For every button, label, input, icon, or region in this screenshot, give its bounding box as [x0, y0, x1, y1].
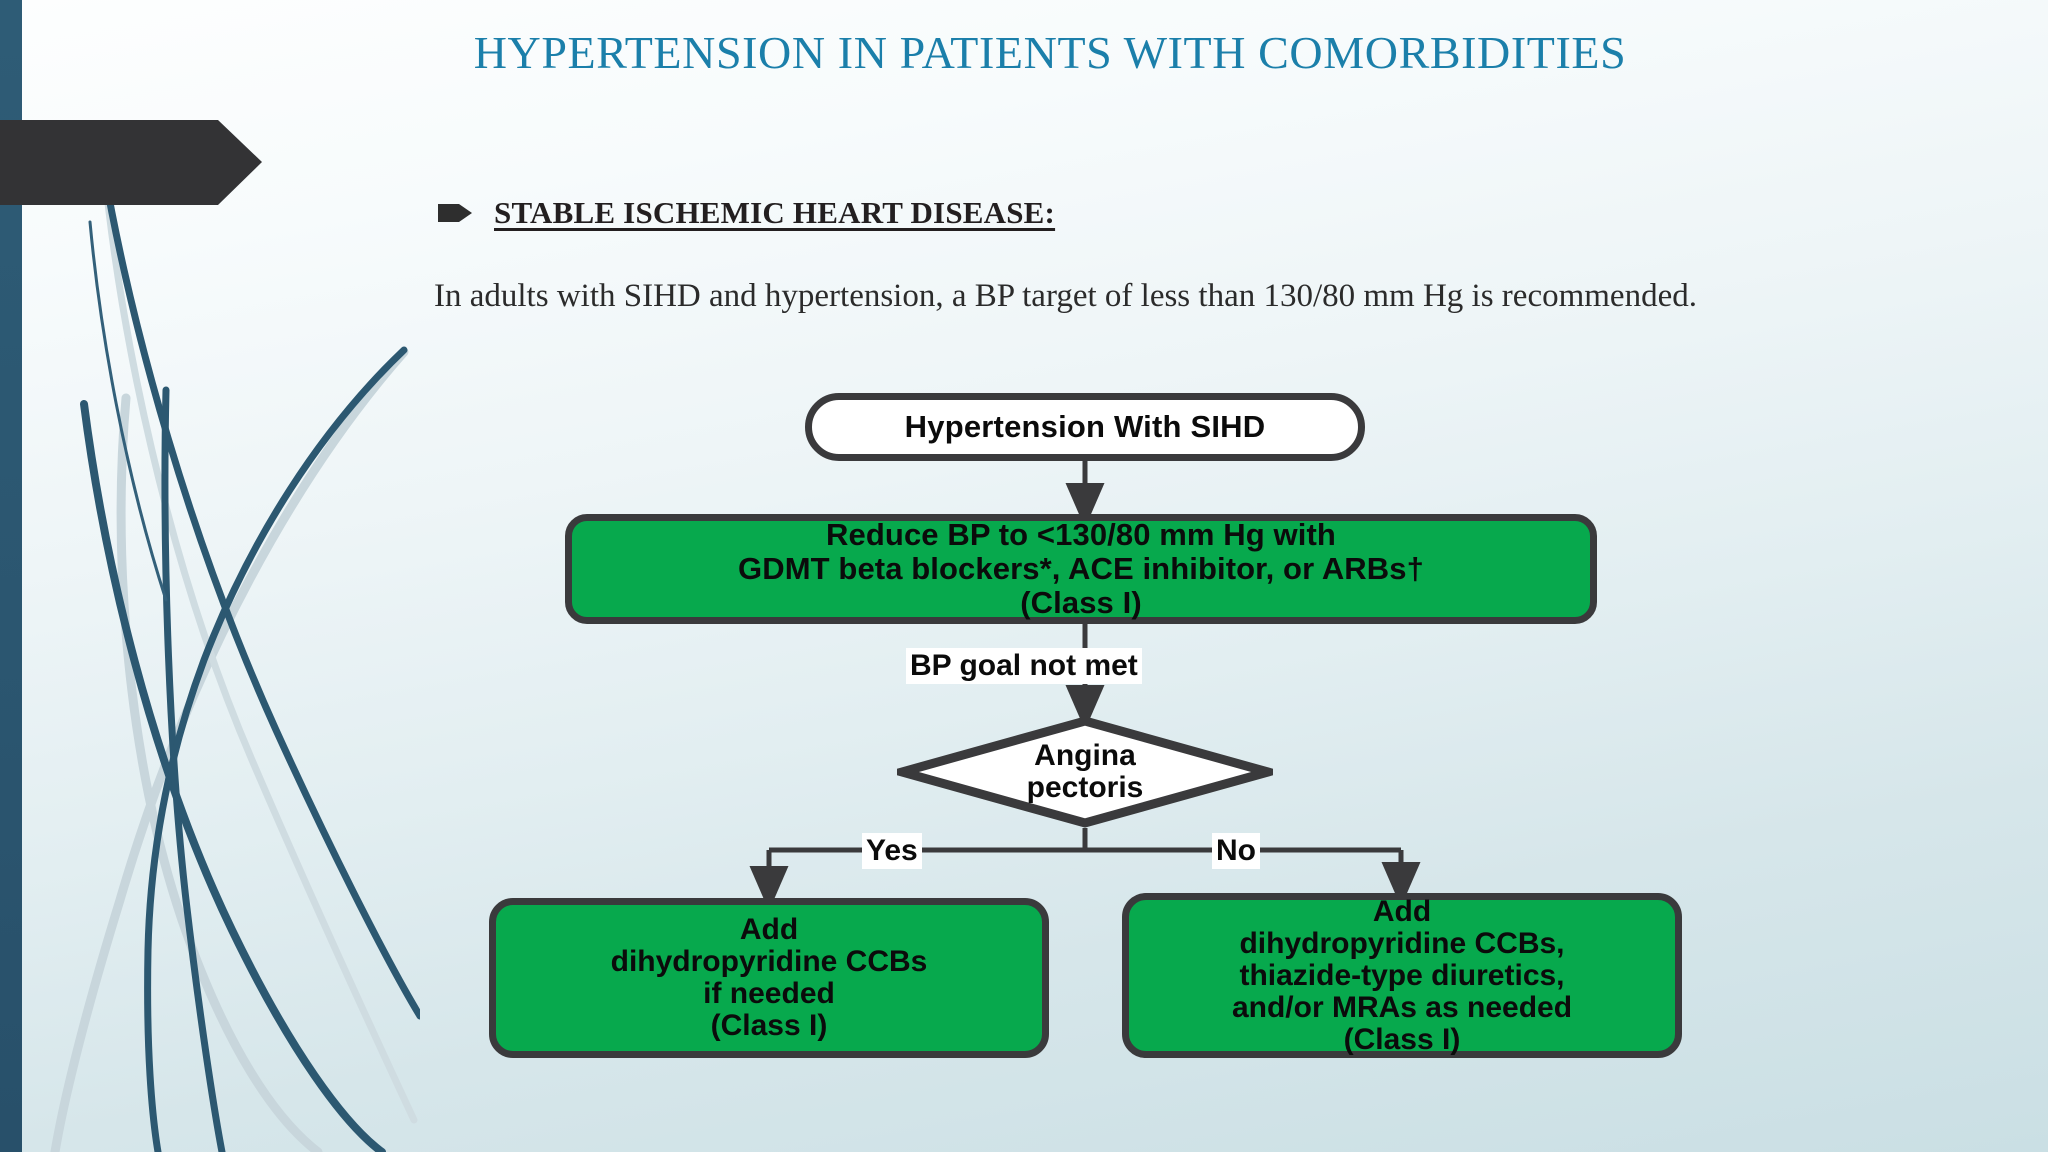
flow-node-reduce-bp[interactable]: Reduce BP to <130/80 mm Hg with GDMT bet… — [565, 514, 1597, 624]
edge-label-no: No — [1212, 833, 1260, 869]
edge-label-yes: Yes — [862, 833, 922, 869]
flow-node-start[interactable]: Hypertension With SIHD — [805, 393, 1365, 461]
bullet-heading-row: STABLE ISCHEMIC HEART DISEASE: — [438, 195, 1055, 231]
diamond-shape-icon — [897, 716, 1273, 828]
page-title: HYPERTENSION IN PATIENTS WITH COMORBIDIT… — [473, 27, 1627, 78]
flow-node-no-branch[interactable]: Add dihydropyridine CCBs, thiazide-type … — [1122, 893, 1682, 1058]
section-paragraph: In adults with SIHD and hypertension, a … — [434, 278, 1697, 314]
section-heading: STABLE ISCHEMIC HEART DISEASE: — [494, 195, 1056, 230]
pentagon-arrow-bullet-icon — [438, 204, 472, 222]
left-accent-bar — [0, 0, 22, 1152]
flow-node-decision-label: Angina pectoris — [1026, 739, 1144, 804]
flow-node-decision-angina[interactable]: Angina pectoris — [897, 716, 1273, 828]
banner-arrow-shape — [0, 120, 262, 205]
flow-node-yes-branch[interactable]: Add dihydropyridine CCBs if needed (Clas… — [489, 898, 1049, 1058]
edge-label-bp-goal-not-met: BP goal not met — [906, 648, 1142, 684]
